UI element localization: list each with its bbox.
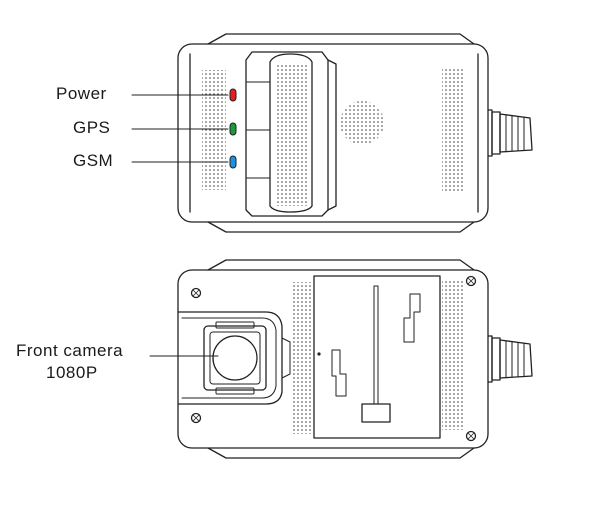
bottom-right-grille bbox=[442, 280, 464, 430]
front-camera-label: Front camera bbox=[16, 341, 124, 360]
gps-led bbox=[229, 122, 237, 136]
camera-frame bbox=[203, 325, 267, 391]
mount-tab bbox=[361, 403, 391, 423]
bottom-left-grille bbox=[292, 282, 312, 434]
right-grille bbox=[442, 68, 464, 192]
power-label: Power bbox=[56, 84, 107, 103]
left-grille bbox=[202, 70, 226, 190]
top-view-device bbox=[177, 33, 533, 233]
gps-label: GPS bbox=[73, 118, 111, 137]
top-mount-connector bbox=[487, 109, 533, 157]
bottom-body-outline bbox=[177, 269, 489, 449]
front-camera bbox=[177, 311, 291, 405]
gsm-led bbox=[229, 155, 237, 169]
gsm-label: GSM bbox=[73, 151, 114, 170]
screw-icon bbox=[190, 275, 477, 442]
front-camera-resolution-label: 1080P bbox=[46, 363, 98, 382]
bottom-view-device bbox=[177, 259, 533, 459]
power-led bbox=[229, 88, 237, 102]
bottom-mount-connector bbox=[487, 335, 533, 383]
speaker-grille bbox=[340, 101, 384, 145]
mount-plate bbox=[313, 275, 441, 439]
top-body-outline bbox=[177, 43, 489, 223]
camera-lens bbox=[212, 335, 258, 381]
center-panel-inner bbox=[269, 53, 313, 213]
